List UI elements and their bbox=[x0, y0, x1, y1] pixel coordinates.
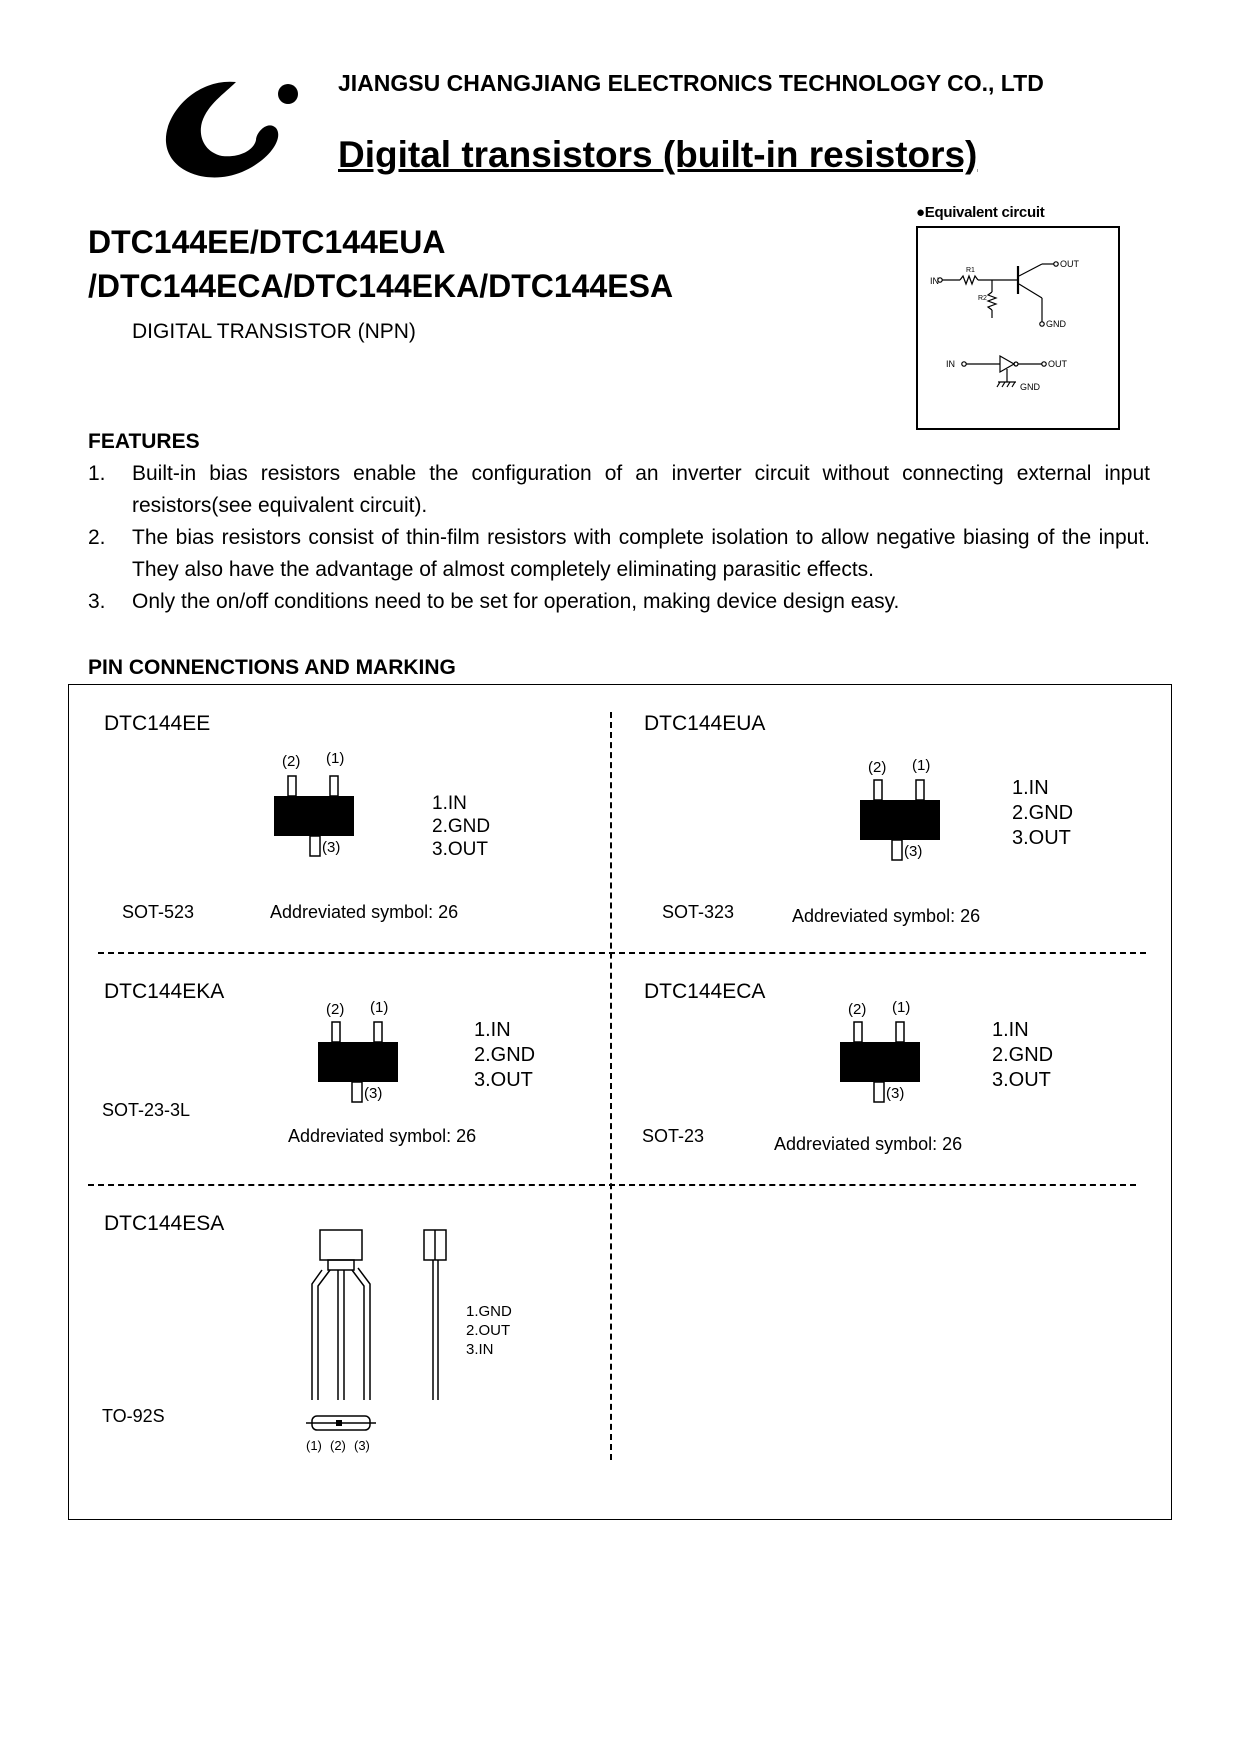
cell-title-dtc144ee: DTC144EE bbox=[104, 712, 211, 735]
to92s-package-drawing: (1) (2) (3) bbox=[306, 1229, 447, 1453]
eq-gnd-label-2: GND bbox=[1020, 382, 1041, 392]
pin-list-item: 3.IN bbox=[466, 1341, 494, 1358]
pin-list-item: 3.OUT bbox=[432, 839, 488, 860]
pin-list: 1.GND 2.OUT 3.IN bbox=[466, 1302, 512, 1359]
equivalent-circuit-label: ●Equivalent circuit bbox=[916, 204, 1045, 221]
cell-title-dtc144esa: DTC144ESA bbox=[104, 1212, 225, 1235]
pin-label-2: (2) bbox=[282, 753, 300, 770]
vertical-divider bbox=[610, 712, 612, 1460]
eq-r1-label: R1 bbox=[966, 267, 975, 274]
feature-item: 2. The bias resistors consist of thin-fi… bbox=[88, 522, 1150, 586]
cell-title-dtc144eua: DTC144EUA bbox=[644, 712, 766, 735]
company-name: JIANGSU CHANGJIANG ELECTRONICS TECHNOLOG… bbox=[338, 70, 1044, 96]
feature-number: 1. bbox=[88, 462, 106, 485]
pin-list-item: 1.IN bbox=[992, 1019, 1029, 1041]
eq-out-label-2: OUT bbox=[1048, 359, 1068, 369]
package-name: TO-92S bbox=[102, 1406, 165, 1426]
pin-list-item: 3.OUT bbox=[474, 1069, 533, 1091]
pin-label-2: (2) bbox=[326, 1001, 344, 1018]
pin-list: 1.IN 2.GND 3.OUT bbox=[992, 1018, 1053, 1093]
sot23-3l-package-drawing: (2) (1) (3) bbox=[318, 999, 398, 1103]
features-heading: FEATURES bbox=[88, 430, 200, 453]
eq-in-label: IN bbox=[930, 276, 939, 286]
horizontal-divider bbox=[88, 1184, 1136, 1186]
feature-number: 3. bbox=[88, 590, 106, 613]
pin-list-item: 1.GND bbox=[466, 1303, 512, 1320]
abbreviated-symbol: Addreviated symbol: 26 bbox=[288, 1126, 477, 1146]
eq-gnd-label: GND bbox=[1046, 319, 1067, 329]
document-title: Digital transistors (built-in resistors) bbox=[338, 134, 978, 175]
package-name: SOT-523 bbox=[122, 902, 195, 922]
pin-list: 1.IN 2.GND 3.OUT bbox=[474, 1018, 535, 1093]
equivalent-circuit-box: IN R1 R2 OUT GND IN OUT GND bbox=[916, 226, 1120, 430]
feature-item: 3. Only the on/off conditions need to be… bbox=[88, 586, 1150, 618]
pin-label-3: (3) bbox=[886, 1085, 904, 1102]
pin-label-3: (3) bbox=[904, 843, 922, 860]
pin-list-item: 2.GND bbox=[432, 816, 491, 837]
package-name: SOT-323 bbox=[662, 902, 735, 922]
feature-number: 2. bbox=[88, 526, 106, 549]
pin-label-3: (3) bbox=[364, 1085, 382, 1102]
pin-list-item: 3.OUT bbox=[992, 1069, 1051, 1091]
pin-label-1: (1) bbox=[306, 1438, 322, 1453]
feature-item: 1. Built-in bias resistors enable the co… bbox=[88, 458, 1150, 522]
pin-label-1: (1) bbox=[892, 999, 910, 1016]
abbreviated-symbol: Addreviated symbol: 26 bbox=[270, 902, 459, 922]
eq-out-label: OUT bbox=[1060, 259, 1080, 269]
pin-list-item: 1.IN bbox=[432, 793, 467, 814]
cell-title-dtc144eca: DTC144ECA bbox=[644, 980, 766, 1003]
pin-label-3: (3) bbox=[322, 839, 340, 856]
eq-r2-label: R2 bbox=[978, 295, 987, 302]
package-name: SOT-23-3L bbox=[102, 1100, 191, 1120]
sot323-package-drawing: (2) (1) (3) bbox=[860, 757, 940, 861]
feature-text: Only the on/off conditions need to be se… bbox=[132, 590, 900, 613]
pin-label-3: (3) bbox=[354, 1438, 370, 1453]
feature-text: The bias resistors consist of thin-film … bbox=[132, 526, 1150, 581]
pin-label-2: (2) bbox=[848, 1001, 866, 1018]
pin-label-2: (2) bbox=[330, 1438, 346, 1453]
pin-list-item: 2.OUT bbox=[466, 1322, 511, 1339]
abbreviated-symbol: Addreviated symbol: 26 bbox=[774, 1134, 963, 1154]
pin-label-1: (1) bbox=[370, 999, 388, 1016]
pin-label-1: (1) bbox=[912, 757, 930, 774]
pin-list-item: 3.OUT bbox=[1012, 827, 1071, 849]
cell-title-dtc144eka: DTC144EKA bbox=[104, 980, 225, 1003]
pin-list-item: 1.IN bbox=[474, 1019, 511, 1041]
pin-label-1: (1) bbox=[326, 750, 344, 767]
feature-text: Built-in bias resistors enable the confi… bbox=[132, 462, 1150, 517]
horizontal-divider bbox=[98, 952, 1146, 954]
pin-list-item: 2.GND bbox=[474, 1044, 536, 1066]
pin-label-2: (2) bbox=[868, 759, 886, 776]
sot23-package-drawing: (2) (1) (3) bbox=[840, 999, 920, 1103]
eq-in-label-2: IN bbox=[946, 359, 955, 369]
sot523-package-drawing: (2) (1) (3) bbox=[274, 750, 354, 857]
pin-list-item: 2.GND bbox=[992, 1044, 1054, 1066]
abbreviated-symbol: Addreviated symbol: 26 bbox=[792, 906, 981, 926]
pin-list: 1.IN 2.GND 3.OUT bbox=[1012, 776, 1073, 851]
pin-list-item: 2.GND bbox=[1012, 802, 1074, 824]
company-logo bbox=[165, 81, 298, 178]
pin-list: 1.IN 2.GND 3.OUT bbox=[432, 792, 490, 861]
package-name: SOT-23 bbox=[642, 1126, 705, 1146]
pin-list-item: 1.IN bbox=[1012, 777, 1049, 799]
product-subtitle: DIGITAL TRANSISTOR (NPN) bbox=[132, 320, 416, 343]
part-numbers-line-1: DTC144EE/DTC144EUA bbox=[88, 224, 446, 260]
pin-connections-box bbox=[68, 684, 1172, 1520]
equivalent-circuit-diagram: IN R1 R2 OUT GND IN OUT GND bbox=[930, 259, 1080, 392]
part-numbers-line-2: /DTC144ECA/DTC144EKA/DTC144ESA bbox=[88, 268, 674, 304]
pin-connections-heading: PIN CONNENCTIONS AND MARKING bbox=[88, 656, 456, 679]
